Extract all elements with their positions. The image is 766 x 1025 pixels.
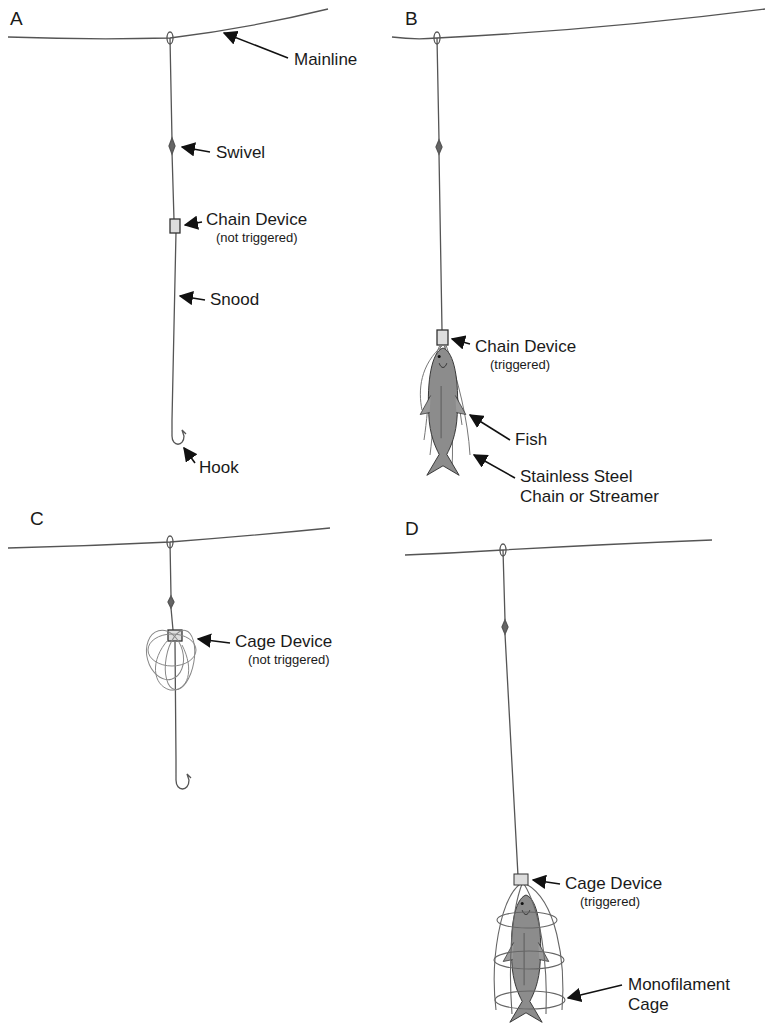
panel-letter: B [405, 8, 418, 30]
panel-letter: D [405, 518, 419, 540]
mainline [405, 540, 712, 555]
leader-arrow [185, 222, 202, 225]
cage-device [514, 874, 528, 885]
leader-arrow [452, 339, 470, 344]
leader-arrow [224, 33, 288, 58]
part-label: Mainline [294, 50, 357, 70]
clip [167, 32, 173, 44]
part-label: Hook [199, 458, 239, 478]
hook [176, 760, 191, 789]
swivel [169, 138, 175, 154]
mainline [392, 9, 765, 39]
leader-arrow [568, 985, 622, 998]
part-label: Chain Device [475, 337, 576, 357]
part-label: Chain Device [206, 210, 307, 230]
chain-device [437, 330, 448, 345]
part-label: Snood [210, 290, 259, 310]
state-note: (triggered) [580, 895, 640, 910]
leader-arrow [198, 639, 230, 643]
leader-arrow [474, 455, 515, 478]
leader-arrow [470, 415, 510, 440]
mainline [8, 528, 330, 548]
leader-arrow [180, 296, 205, 300]
folded-cage [141, 626, 199, 692]
part-label: Stainless Steel Chain or Streamer [520, 467, 680, 506]
state-note: (not triggered) [216, 231, 298, 246]
part-label: Cage Device [565, 874, 662, 894]
leader-arrow [182, 147, 210, 152]
part-label: Fish [515, 430, 547, 450]
swivel [168, 596, 174, 608]
cage-fish [494, 874, 565, 1022]
fish [503, 895, 549, 1022]
leader-arrow [184, 448, 195, 463]
swivel [502, 620, 508, 634]
state-note: (not triggered) [248, 653, 330, 668]
fish [420, 348, 466, 475]
part-label: Swivel [216, 143, 265, 163]
monofilament-cage [494, 884, 565, 1014]
panel-letter: C [30, 508, 44, 530]
state-note: (triggered) [490, 358, 550, 373]
hook [172, 420, 186, 444]
snood [437, 38, 442, 330]
leader-arrow [533, 880, 560, 884]
part-label: Monofilament Cage [628, 975, 748, 1014]
lines [8, 9, 765, 876]
part-label: Cage Device [235, 632, 332, 652]
snood [170, 542, 176, 760]
snood [503, 550, 518, 876]
panel-letter: A [10, 8, 23, 30]
chain-device [170, 219, 180, 233]
leader-arrows [180, 33, 622, 998]
swivel [436, 140, 442, 154]
